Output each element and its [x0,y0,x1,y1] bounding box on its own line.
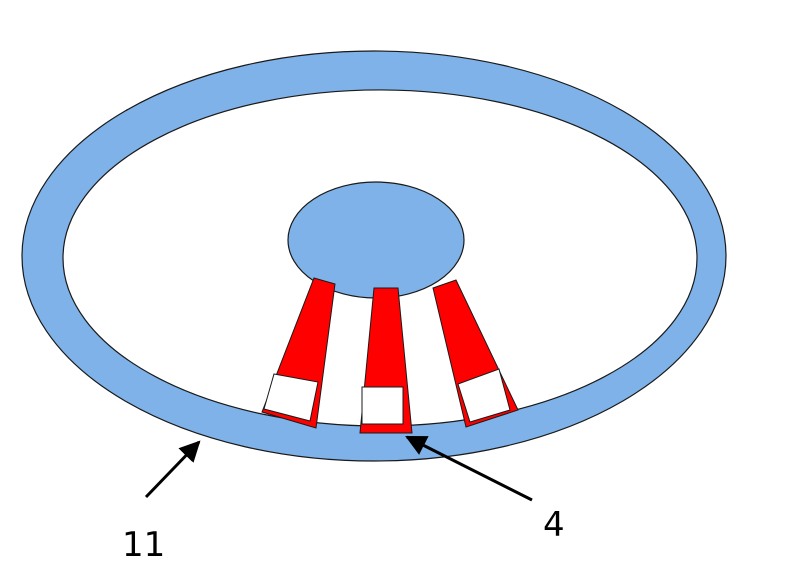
spoke-middle-pad [361,386,404,425]
arrow-ring [144,440,201,499]
spoke-middle [359,287,413,434]
label-segment: 4 [543,505,565,545]
spoke-left [261,277,336,429]
outer-ring [21,50,727,462]
spoke-right-pad [457,368,511,423]
spoke-right [432,279,519,428]
arrow-segment [405,435,533,502]
spoke-left-pad [263,373,319,422]
label-ring: 11 [122,525,165,565]
